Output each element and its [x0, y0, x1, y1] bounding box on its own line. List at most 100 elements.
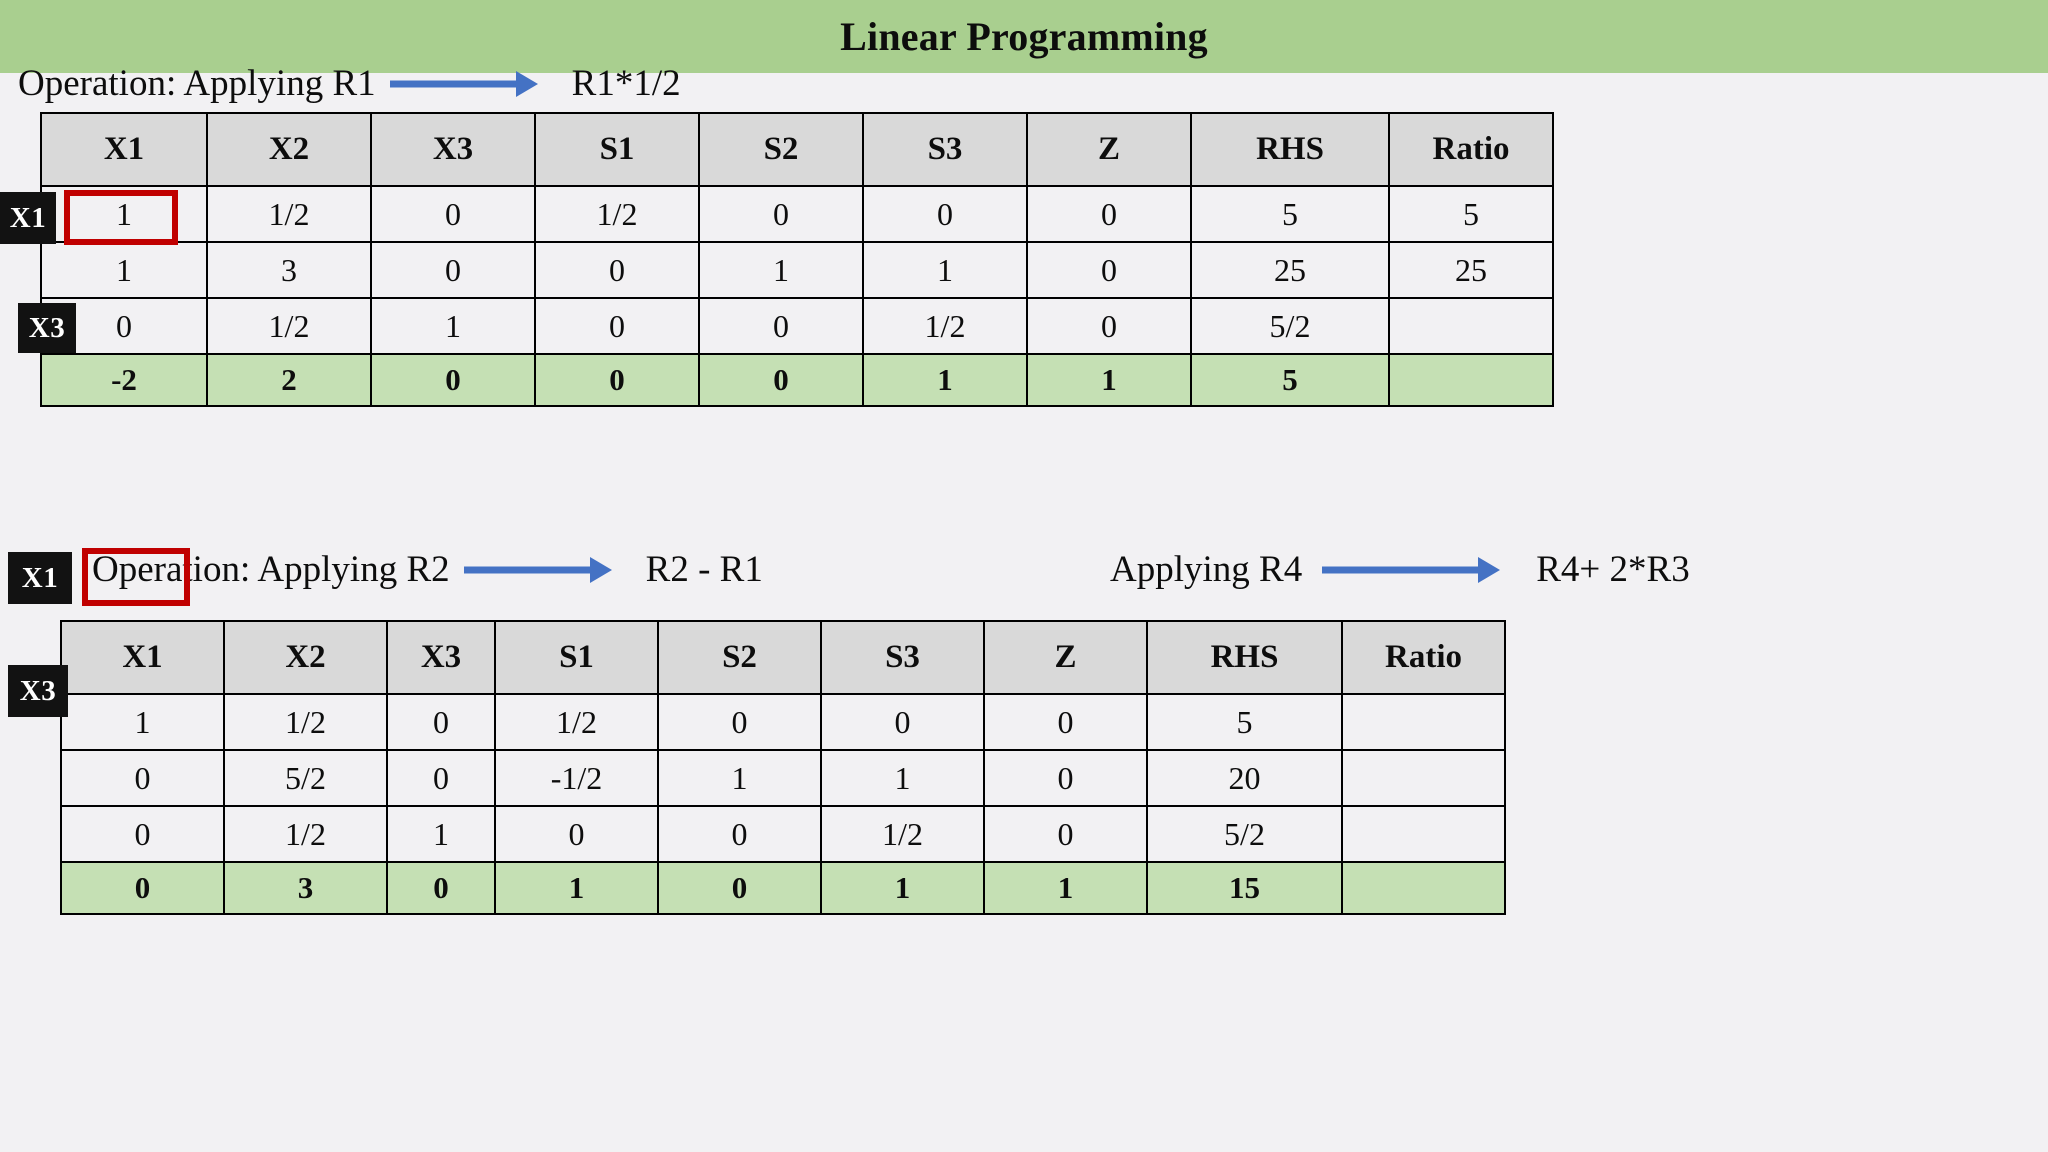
cell: 1 [1026, 353, 1192, 407]
tableau-2-header-x2: X2 [223, 620, 388, 695]
cell: 0 [983, 749, 1148, 807]
operation-1-result: R1*1/2 [571, 63, 681, 104]
cell: 0 [862, 185, 1028, 243]
tableau-2-header-x1: X1 [60, 620, 225, 695]
cell: 0 [657, 861, 822, 915]
cell: 1/2 [223, 805, 388, 863]
cell: 5/2 [1190, 297, 1390, 355]
tableau-2-header-s2: S2 [657, 620, 822, 695]
cell: 1/2 [534, 185, 700, 243]
basis-badge-x1: X1 [0, 192, 56, 244]
operation-2-result: R2 - R1 [645, 549, 763, 590]
cell: 25 [1190, 241, 1390, 299]
cell: 5 [1388, 185, 1554, 243]
right-arrow-icon [463, 556, 614, 583]
cell: 1/2 [494, 693, 659, 751]
tableau-1-header-row: X1 X2 X3 S1 S2 S3 Z RHS Ratio [40, 112, 1554, 187]
tableau-1-header-x3: X3 [370, 112, 536, 187]
cell: 0 [698, 297, 864, 355]
tableau-1-header-x1: X1 [40, 112, 208, 187]
cell: 1 [698, 241, 864, 299]
cell: 1 [40, 241, 208, 299]
cell: 0 [534, 241, 700, 299]
right-arrow-icon [389, 70, 540, 97]
cell: 5 [1190, 185, 1390, 243]
cell: 1/2 [206, 297, 372, 355]
cell: 0 [370, 185, 536, 243]
cell: 1 [820, 749, 985, 807]
table-row: 1 3 0 0 1 1 0 25 25 [40, 241, 1554, 299]
cell: 5 [1190, 353, 1390, 407]
cell: 3 [223, 861, 388, 915]
cell: 1 [494, 861, 659, 915]
cell: 5/2 [223, 749, 388, 807]
cell: 20 [1146, 749, 1343, 807]
cell: 1 [40, 185, 208, 243]
operation-3-label: Applying R4 [1110, 549, 1303, 590]
title-banner: Linear Programming [0, 0, 2048, 73]
objective-row: 0 3 0 1 0 1 1 15 [60, 861, 1506, 915]
cell: 0 [60, 805, 225, 863]
tableau-2-table: X1 X2 X3 S1 S2 S3 Z RHS Ratio 1 1/2 0 1/… [60, 620, 1506, 915]
table-row: 0 5/2 0 -1/2 1 1 0 20 [60, 749, 1506, 807]
cell: 1 [862, 353, 1028, 407]
basis-badge-x1: X1 [8, 552, 72, 604]
cell: 0 [60, 861, 225, 915]
cell: 25 [1388, 241, 1554, 299]
cell: 1 [862, 241, 1028, 299]
cell: 0 [386, 693, 496, 751]
basis-badge-x3: X3 [8, 665, 68, 717]
cell: 1/2 [223, 693, 388, 751]
tableau-1-table: X1 X2 X3 S1 S2 S3 Z RHS Ratio 1 1/2 0 1/… [40, 112, 1554, 407]
operation-line-3: Applying R4 R4+ 2*R3 [1110, 548, 1690, 591]
operation-line-2: Operation: Applying R2 R2 - R1 [92, 548, 763, 591]
cell: 2 [206, 353, 372, 407]
cell: 1 [370, 297, 536, 355]
cell: 1 [657, 749, 822, 807]
cell: 3 [206, 241, 372, 299]
simplex-tableau-2: X1 X2 X3 S1 S2 S3 Z RHS Ratio 1 1/2 0 1/… [60, 620, 1506, 915]
cell: 0 [820, 693, 985, 751]
cell: 0 [1026, 297, 1192, 355]
tableau-2-header-rhs: RHS [1146, 620, 1343, 695]
cell: 0 [494, 805, 659, 863]
cell [1341, 749, 1506, 807]
cell: 5 [1146, 693, 1343, 751]
cell: 1/2 [862, 297, 1028, 355]
tableau-2-header-x3: X3 [386, 620, 496, 695]
tableau-1-header-z: Z [1026, 112, 1192, 187]
cell: 0 [1026, 241, 1192, 299]
cell: -2 [40, 353, 208, 407]
cell: 0 [370, 353, 536, 407]
page-title: Linear Programming [840, 14, 1208, 59]
tableau-1-header-rhs: RHS [1190, 112, 1390, 187]
tableau-2-header-z: Z [983, 620, 1148, 695]
cell [1341, 861, 1506, 915]
tableau-2-header-ratio: Ratio [1341, 620, 1506, 695]
operation-line-1: Operation: Applying R1 R1*1/2 [18, 62, 681, 105]
cell: 1 [60, 693, 225, 751]
tableau-2-header-s1: S1 [494, 620, 659, 695]
tableau-1-header-x2: X2 [206, 112, 372, 187]
cell: 0 [386, 749, 496, 807]
cell [1388, 353, 1554, 407]
cell: 1/2 [820, 805, 985, 863]
tableau-1-header-s3: S3 [862, 112, 1028, 187]
table-row: 1 1/2 0 1/2 0 0 0 5 5 [40, 185, 1554, 243]
cell [1341, 805, 1506, 863]
table-row: 1 1/2 0 1/2 0 0 0 5 [60, 693, 1506, 751]
cell: 0 [698, 353, 864, 407]
tableau-1-header-s2: S2 [698, 112, 864, 187]
cell: 1 [820, 861, 985, 915]
tableau-2-header-row: X1 X2 X3 S1 S2 S3 Z RHS Ratio [60, 620, 1506, 695]
operation-1-label: Operation: Applying R1 [18, 63, 376, 104]
tableau-1-header-s1: S1 [534, 112, 700, 187]
tableau-1-header-ratio: Ratio [1388, 112, 1554, 187]
cell: 1 [386, 805, 496, 863]
cell: -1/2 [494, 749, 659, 807]
cell: 0 [657, 805, 822, 863]
cell: 0 [983, 693, 1148, 751]
tableau-2-header-s3: S3 [820, 620, 985, 695]
cell: 0 [983, 805, 1148, 863]
